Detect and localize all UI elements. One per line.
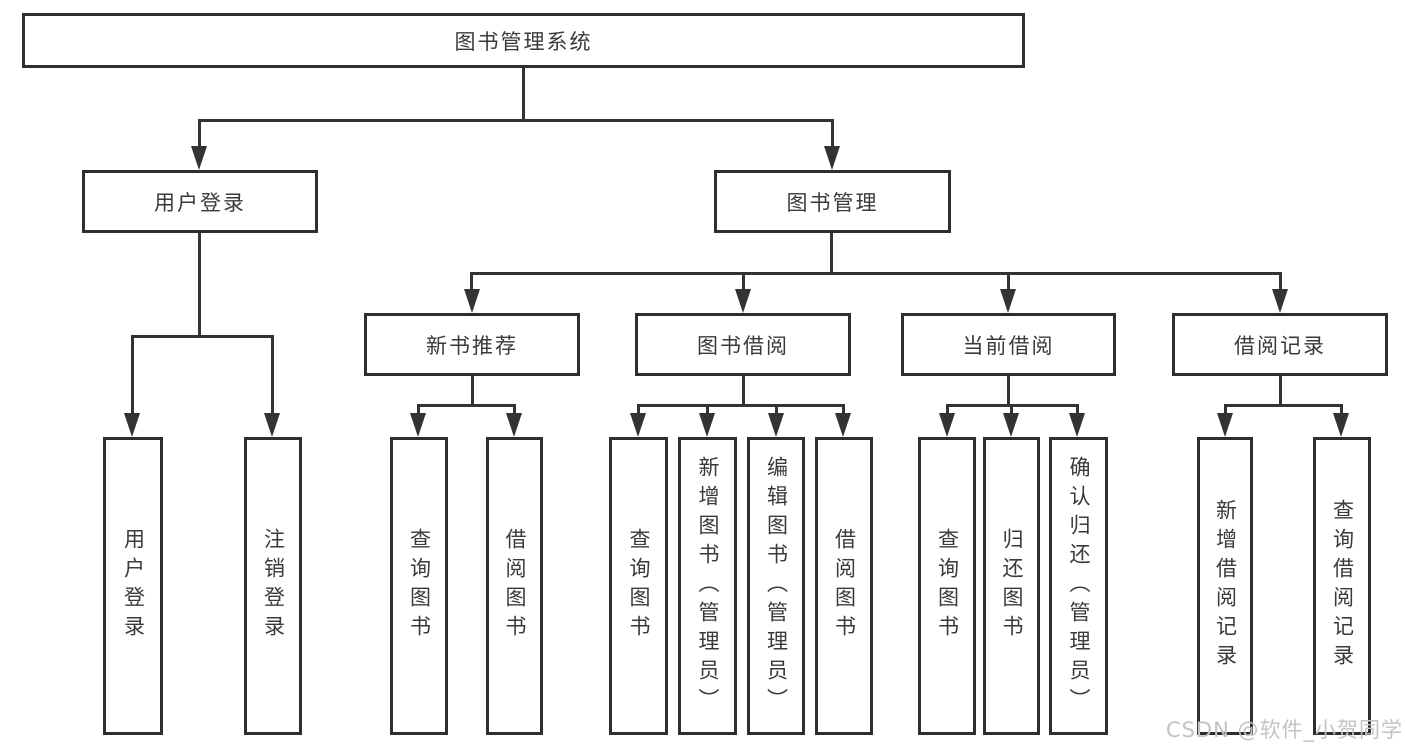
connector-drop-edit-books bbox=[775, 404, 778, 416]
csdn-watermark: CSDN @软件_小贺同学 bbox=[1165, 718, 1403, 742]
leaf-logout-label: 注销登录 bbox=[261, 528, 286, 644]
leaf-current-query-books-label: 查询图书 bbox=[935, 528, 960, 644]
arrowhead-query-record bbox=[1333, 413, 1349, 437]
leaf-user-login-label: 用户登录 bbox=[121, 528, 146, 644]
connector-drop-return-books bbox=[1010, 404, 1013, 416]
leaf-current-query-books: 查询图书 bbox=[918, 437, 976, 735]
leaf-borrow-query-books: 查询图书 bbox=[609, 437, 668, 735]
arrowhead-borrow-books bbox=[835, 413, 851, 437]
connector-drop-user-login bbox=[198, 119, 201, 148]
leaf-borrow-books-label: 借阅图书 bbox=[832, 528, 857, 644]
leaf-confirm-return-admin: 确认归还（管理员） bbox=[1049, 437, 1108, 735]
node-user-login: 用户登录 bbox=[82, 170, 318, 233]
connector-drop-query-record bbox=[1340, 404, 1343, 416]
arrowhead-new-book-recommend bbox=[464, 289, 480, 313]
arrowhead-add-record bbox=[1217, 413, 1233, 437]
connector-level2-branch bbox=[470, 272, 1282, 275]
node-borrow-records-label: 借阅记录 bbox=[1234, 333, 1326, 358]
connector-drop-borrow-query bbox=[637, 404, 640, 416]
connector-root-trunk bbox=[522, 68, 525, 121]
connector-book-management-trunk bbox=[830, 233, 833, 275]
leaf-add-borrow-record-label: 新增借阅记录 bbox=[1213, 499, 1238, 673]
arrowhead-add-books bbox=[699, 413, 715, 437]
arrowhead-book-management bbox=[824, 146, 840, 170]
connector-drop-recommend-borrow bbox=[513, 404, 516, 416]
connector-recommend-trunk bbox=[471, 376, 474, 407]
leaf-recommend-borrow-books-label: 借阅图书 bbox=[503, 528, 527, 644]
connector-drop-current-query bbox=[946, 404, 949, 416]
node-root-system: 图书管理系统 bbox=[22, 13, 1025, 68]
leaf-add-borrow-record: 新增借阅记录 bbox=[1197, 437, 1253, 735]
leaf-borrow-books: 借阅图书 bbox=[815, 437, 873, 735]
leaf-recommend-query-books: 查询图书 bbox=[390, 437, 448, 735]
node-book-borrow: 图书借阅 bbox=[635, 313, 851, 376]
leaf-query-borrow-record-label: 查询借阅记录 bbox=[1330, 499, 1355, 673]
node-book-borrow-label: 图书借阅 bbox=[697, 333, 789, 358]
arrowhead-borrow-records bbox=[1272, 289, 1288, 313]
leaf-add-books-admin-label: 新增图书（管理员） bbox=[696, 455, 720, 717]
connector-drop-book-borrow bbox=[742, 272, 745, 292]
node-user-login-label: 用户登录 bbox=[154, 190, 246, 215]
arrowhead-recommend-borrow bbox=[506, 413, 522, 437]
node-root-label: 图书管理系统 bbox=[454, 29, 593, 54]
arrowhead-recommend-query bbox=[410, 413, 426, 437]
connector-records-branch bbox=[1224, 404, 1342, 407]
connector-borrow-trunk bbox=[742, 376, 745, 407]
connector-level1-branch bbox=[198, 119, 834, 122]
connector-recommend-branch bbox=[417, 404, 516, 407]
leaf-query-borrow-record: 查询借阅记录 bbox=[1313, 437, 1371, 735]
connector-drop-borrow-books bbox=[842, 404, 845, 416]
leaf-return-books-label: 归还图书 bbox=[1000, 528, 1024, 644]
connector-drop-book-management bbox=[831, 119, 834, 148]
connector-borrow-branch bbox=[637, 404, 844, 407]
arrowhead-current-borrow bbox=[1000, 289, 1016, 313]
connector-user-login-branch bbox=[131, 335, 274, 338]
leaf-confirm-return-admin-label: 确认归还（管理员） bbox=[1067, 455, 1091, 717]
connector-drop-current-borrow bbox=[1007, 272, 1010, 292]
connector-drop-add-record bbox=[1224, 404, 1227, 416]
connector-drop-borrow-records bbox=[1279, 272, 1282, 292]
leaf-logout: 注销登录 bbox=[244, 437, 302, 735]
connector-drop-leaf-user-login bbox=[131, 335, 134, 415]
leaf-add-books-admin: 新增图书（管理员） bbox=[678, 437, 737, 735]
arrowhead-current-query bbox=[939, 413, 955, 437]
arrowhead-return-books bbox=[1003, 413, 1019, 437]
arrowhead-confirm-return bbox=[1069, 413, 1085, 437]
node-new-book-recommend-label: 新书推荐 bbox=[426, 333, 518, 358]
node-new-book-recommend: 新书推荐 bbox=[364, 313, 580, 376]
connector-drop-confirm-return bbox=[1076, 404, 1079, 416]
arrowhead-leaf-logout bbox=[264, 413, 280, 437]
connector-drop-new-book-recommend bbox=[470, 272, 473, 292]
connector-drop-recommend-query bbox=[417, 404, 420, 416]
arrowhead-edit-books bbox=[768, 413, 784, 437]
connector-drop-leaf-logout bbox=[271, 335, 274, 415]
leaf-edit-books-admin-label: 编辑图书（管理员） bbox=[764, 455, 789, 717]
leaf-return-books: 归还图书 bbox=[983, 437, 1040, 735]
arrowhead-book-borrow bbox=[735, 289, 751, 313]
node-borrow-records: 借阅记录 bbox=[1172, 313, 1388, 376]
leaf-recommend-borrow-books: 借阅图书 bbox=[486, 437, 543, 735]
connector-current-trunk bbox=[1007, 376, 1010, 407]
node-book-management-label: 图书管理 bbox=[786, 190, 879, 215]
leaf-recommend-query-books-label: 查询图书 bbox=[407, 528, 432, 644]
connector-user-login-trunk bbox=[198, 233, 201, 337]
leaf-borrow-query-books-label: 查询图书 bbox=[627, 528, 651, 644]
node-current-borrow-label: 当前借阅 bbox=[962, 333, 1055, 358]
connector-records-trunk bbox=[1279, 376, 1282, 407]
arrowhead-user-login bbox=[191, 146, 207, 170]
leaf-edit-books-admin: 编辑图书（管理员） bbox=[747, 437, 805, 735]
node-current-borrow: 当前借阅 bbox=[901, 313, 1116, 376]
arrowhead-leaf-user-login bbox=[124, 413, 140, 437]
leaf-user-login: 用户登录 bbox=[103, 437, 163, 735]
node-book-management: 图书管理 bbox=[714, 170, 951, 233]
arrowhead-borrow-query bbox=[630, 413, 646, 437]
connector-drop-add-books bbox=[706, 404, 709, 416]
